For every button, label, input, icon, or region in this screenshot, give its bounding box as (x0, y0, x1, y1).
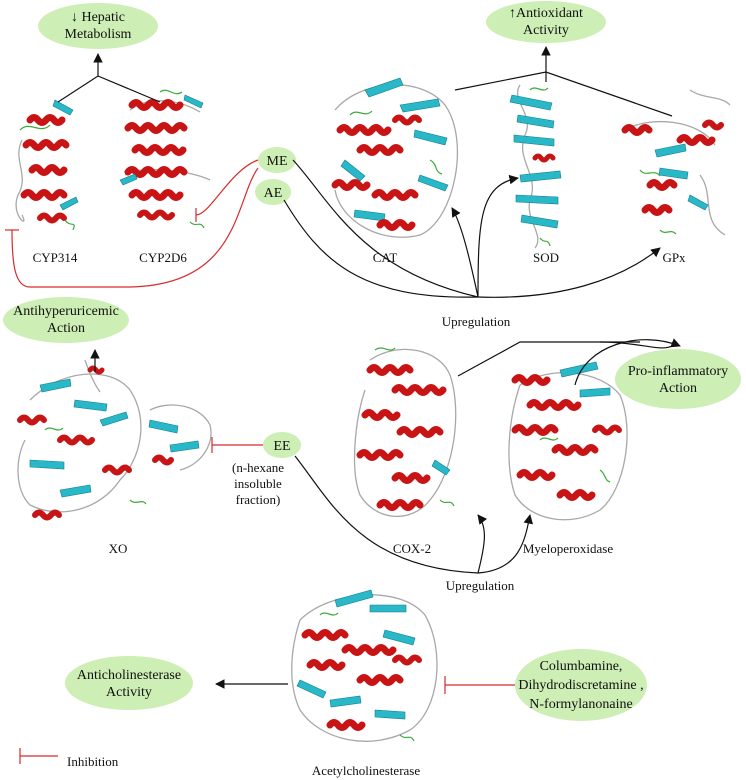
mpo-label: Myeloperoxidase (523, 541, 613, 556)
proinflammatory-line-2: Action (659, 381, 697, 396)
compound-2: Dihydrodiscretamine , (518, 678, 643, 693)
ee-note-line-1: (n-hexane (232, 460, 284, 475)
cox2-label: COX-2 (393, 541, 431, 556)
compounds-inhibit-ache (444, 676, 515, 694)
compound-1: Columbamine, (540, 659, 623, 674)
ee-note-line-2: insoluble (234, 476, 282, 491)
anticholinesterase-activity-node: Anticholinesterase Activity (65, 656, 193, 710)
xo-structure (17, 359, 212, 521)
ae-label: AE (264, 186, 283, 201)
cat-structure (331, 77, 458, 238)
ee-inhibits-xo (211, 437, 263, 453)
pro-inflammatory-action-node: Pro-inflammatory Action (615, 349, 741, 409)
antioxidant-activity-node: ↑Antioxidant Activity (486, 1, 606, 43)
anticholinesterase-line-2: Activity (106, 685, 152, 700)
ae-upregulation-arrows (283, 174, 661, 298)
hepatic-line-2: Metabolism (65, 27, 132, 42)
ee-note-line-3: fraction) (236, 492, 281, 507)
ee-extract-node: EE (263, 432, 301, 458)
upregulation-label-middle: Upregulation (446, 578, 515, 593)
me-label: ME (267, 154, 288, 169)
cyp2d6-structure (119, 89, 211, 229)
me-extract-node: ME (258, 147, 296, 173)
inhibition-legend-label: Inhibition (67, 754, 119, 769)
antihyperuricemic-line-1: Antihyperuricemic (13, 304, 119, 319)
ee-label: EE (273, 439, 290, 454)
gpx-structure (621, 89, 731, 236)
cyp314-label: CYP314 (33, 250, 78, 265)
ache-label: Acetylcholinesterase (312, 763, 421, 778)
hepatic-convergence (57, 53, 161, 103)
ee-upregulation-arrows (294, 455, 534, 574)
ee-fraction-note: (n-hexane insoluble fraction) (232, 460, 284, 507)
antioxidant-line-2: Activity (523, 23, 569, 38)
me-inhibits-cyp (5, 159, 259, 288)
proinflammatory-line-1: Pro-inflammatory (628, 364, 728, 379)
cox2-structure (353, 347, 457, 517)
cyp2d6-label: CYP2D6 (139, 250, 187, 265)
xo-label: XO (109, 541, 128, 556)
hepatic-metabolism-node: ↓ Hepatic Metabolism (38, 3, 158, 49)
upregulation-label-top: Upregulation (442, 314, 511, 329)
hepatic-line-1: ↓ Hepatic (71, 10, 125, 25)
mpo-structure (508, 361, 628, 521)
anticholinesterase-line-1: Anticholinesterase (77, 668, 181, 683)
me-upregulation-arrow (292, 159, 479, 298)
cyp314-structure (15, 99, 79, 231)
sod-label: SOD (533, 250, 559, 265)
gpx-label: GPx (662, 250, 686, 265)
compounds-node: Columbamine, Dihydrodiscretamine , N-for… (515, 649, 647, 721)
legend: Inhibition (19, 748, 119, 769)
antioxidant-line-1: ↑Antioxidant (509, 6, 583, 21)
antihyperuricemic-action-node: Antihyperuricemic Action (3, 297, 129, 343)
antihyperuricemic-line-2: Action (47, 321, 85, 336)
ae-extract-node: AE (255, 179, 291, 205)
sod-structure (509, 84, 562, 249)
antioxidant-convergence (454, 46, 673, 117)
ache-structure (291, 589, 438, 742)
compound-3: N-formylanonaine (529, 697, 632, 712)
proinflammatory-arrows (457, 338, 681, 386)
